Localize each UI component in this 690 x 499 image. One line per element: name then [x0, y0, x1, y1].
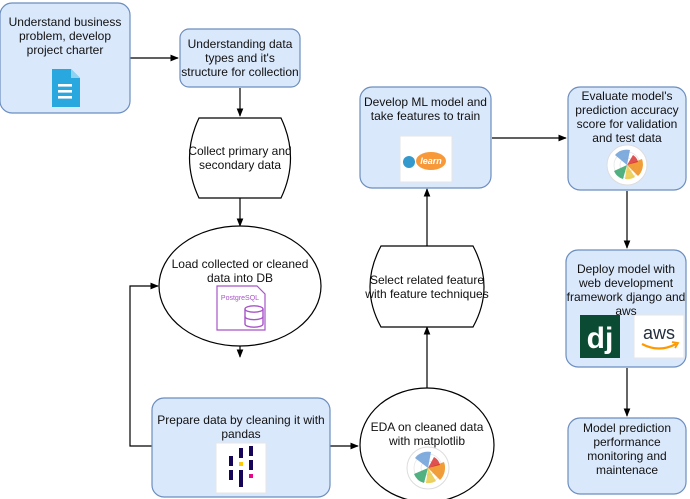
load-into-db-label: Load collected or cleaned data into DB: [171, 257, 309, 285]
document-icon: [52, 69, 80, 107]
deploy-model-label: Deploy model with web development framew…: [566, 262, 686, 318]
node-eda: [359, 387, 495, 499]
node-select-features: [369, 245, 485, 328]
svg-text:PostgreSQL: PostgreSQL: [221, 295, 259, 302]
matplotlib-icon-eda: [406, 446, 450, 490]
monitoring-label: Model prediction performance monitoring …: [582, 421, 672, 477]
scikit-learn-icon: learn: [399, 135, 453, 183]
prepare-data-label: Prepare data by cleaning it with pandas: [157, 413, 325, 441]
svg-text:learn: learn: [420, 156, 442, 166]
select-features-label: Select related feature with feature tech…: [365, 273, 489, 301]
develop-model-label: Develop ML model and take features to tr…: [364, 95, 487, 123]
understand-business-label: Understand business problem, develop pro…: [8, 15, 122, 57]
evaluate-model-label: Evaluate model's prediction accuracy sco…: [575, 89, 679, 145]
eda-label: EDA on cleaned data with matplotlib: [370, 420, 484, 448]
node-collect-data: [188, 117, 292, 199]
edge-prepare-to-load: [129, 282, 159, 447]
django-icon: dj: [580, 315, 620, 358]
node-understanding-data-types: [179, 28, 301, 88]
svg-text:aws: aws: [643, 323, 675, 343]
matplotlib-icon: [606, 144, 648, 186]
pandas-icon: [215, 442, 267, 494]
understanding-data-types-label: Understanding data types and it's struct…: [181, 37, 299, 79]
postgresql-icon: PostgreSQL: [216, 285, 266, 331]
node-evaluate-model: [567, 86, 687, 191]
collect-data-label: Collect primary and secondary data: [188, 144, 292, 172]
node-monitoring: [567, 417, 687, 495]
aws-icon: aws: [633, 314, 685, 359]
svg-text:dj: dj: [587, 322, 614, 355]
node-understand-business: [0, 2, 131, 114]
